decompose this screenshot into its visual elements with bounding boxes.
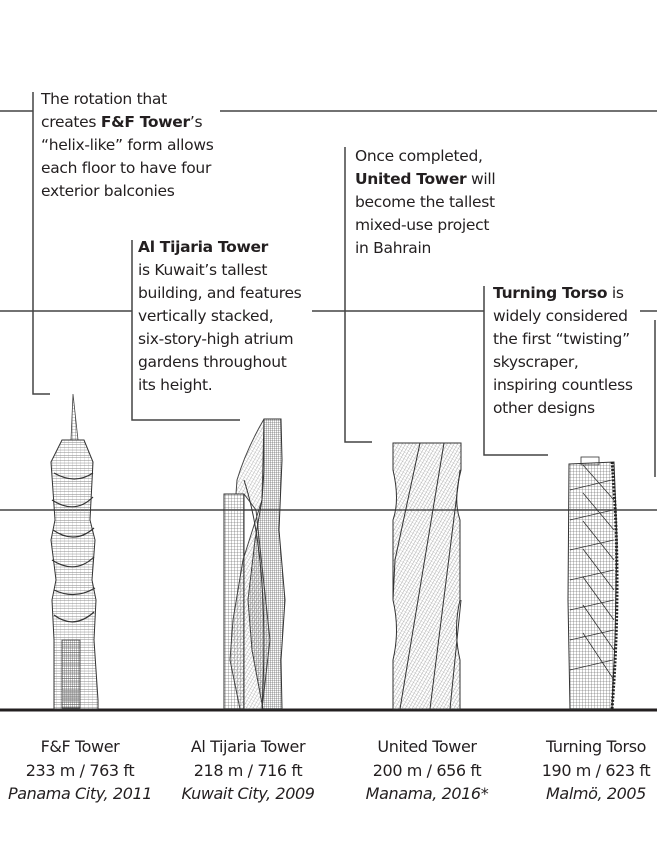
callout-text: each floor to have four [41,159,212,177]
callout-line: six-story-high atrium [138,328,301,351]
tower-height: 190 m / 623 ft [541,760,651,780]
callout-line: The rotation that [41,88,214,111]
tower-height: 233 m / 763 ft [25,760,135,780]
callout-text: become the tallest [355,193,495,211]
callout-line: its height. [138,374,301,397]
callout-text: ’s [189,113,203,131]
callout-line: exterior balconies [41,180,214,203]
callout-text: inspiring countless [493,376,633,394]
callout-text: other designs [493,399,595,417]
tower-tijaria-drawing [223,418,286,710]
tower-place: Malmö, 2005 [546,784,646,803]
callout-ff-tower: The rotation that creates F&F Tower’s “hel… [41,88,214,203]
callout-text: will [466,170,496,188]
callout-text: The rotation that [41,90,167,108]
callout-text: its height. [138,376,213,394]
callout-line: mixed-use project [355,214,495,237]
callout-text: Once completed, [355,147,483,165]
tower-label-ff: F&F Tower 233 m / 763 ft Panama City, 20… [0,735,160,806]
callout-bold-text: Turning Torso [493,284,608,302]
callout-line: Once completed, [355,145,495,168]
callout-bracket-ff [32,92,50,395]
callout-text: in Bahrain [355,239,432,257]
callout-text: “helix-like” form allows [41,136,214,154]
callout-line: gardens throughout [138,351,301,374]
callout-line: each floor to have four [41,157,214,180]
callout-line: “helix-like” form allows [41,134,214,157]
tower-height: 200 m / 656 ft [372,760,482,780]
callout-text: creates [41,113,101,131]
callout-text: six-story-high atrium [138,330,294,348]
callout-line: Al Tijaria Tower [138,236,301,259]
callout-bracket-tijaria [131,240,240,421]
callout-line: building, and features [138,282,302,305]
callout-bracket-torso [483,286,548,456]
tower-name: Al Tijaria Tower [190,737,306,756]
tower-place: Kuwait City, 2009 [181,784,315,803]
callout-text: gardens throughout [138,353,287,371]
callout-line: is Kuwait’s tallest [138,259,301,282]
tower-torso-drawing [567,456,619,710]
callout-al-tijaria-tower: Al Tijaria Tower is Kuwait’s tallest build… [138,236,302,397]
callout-text: mixed-use project [355,216,490,234]
tower-name: Turning Torso [545,737,647,756]
callout-text: widely considered [493,307,628,325]
callout-bold-text: United Tower [355,170,467,188]
tower-label-tijaria: Al Tijaria Tower 218 m / 716 ft Kuwait C… [168,735,328,806]
callout-bracket-united [344,147,372,443]
tower-label-united: United Tower 200 m / 656 ft Manama, 2016… [347,735,507,806]
tower-label-torso: Turning Torso 190 m / 623 ft Malmö, 2005 [516,735,657,806]
callout-text: is Kuwait’s tallest [138,261,268,279]
callout-text: vertically stacked, [138,307,274,325]
callout-line: other designs [493,397,633,420]
callout-text: skyscraper, [493,353,579,371]
callout-line: in Bahrain [355,237,495,260]
callout-line: become the tallest [355,191,495,214]
tower-ff-drawing [50,393,99,710]
callout-text: exterior balconies [41,182,175,200]
callout-text: building, and features [138,284,302,302]
callout-line: vertically stacked, [138,305,301,328]
tower-name: United Tower [377,737,477,756]
callout-line: the first “twisting” [493,328,633,351]
callout-bold-text: Al Tijaria Tower [138,238,269,256]
callout-line: Turning Torso is [493,282,633,305]
callout-text: the first “twisting” [493,330,630,348]
tower-united-drawing [392,442,462,710]
tower-height: 218 m / 716 ft [193,760,303,780]
callout-line: widely considered [493,305,633,328]
callout-text: is [607,284,624,302]
callout-bold-text: F&F Tower [100,113,190,131]
tower-name: F&F Tower [40,737,120,756]
callout-turning-torso: Turning Torso is widely considered the fir… [493,282,633,420]
callout-united-tower: Once completed, United Tower will become t… [355,145,496,260]
callout-line: skyscraper, [493,351,633,374]
callout-line: United Tower will [355,168,496,191]
callout-line: inspiring countless [493,374,633,397]
tower-place: Manama, 2016* [365,784,489,803]
callout-line: creates F&F Tower’s [41,111,214,134]
tower-place: Panama City, 2011 [7,784,153,803]
